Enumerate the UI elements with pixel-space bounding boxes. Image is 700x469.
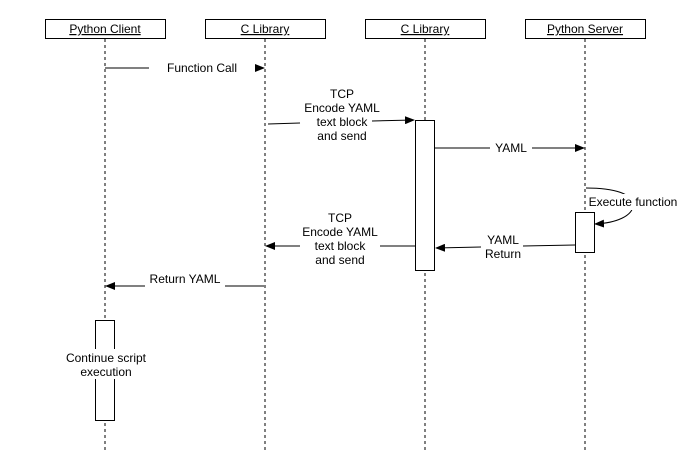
message-label: Return YAML: [150, 272, 221, 286]
message-label: text block: [315, 239, 367, 253]
activation-python-server: [575, 212, 595, 253]
note-label: Continue script: [66, 351, 147, 365]
message-yaml: YAML: [435, 140, 585, 156]
note-label: execution: [80, 365, 131, 379]
message-label: Return: [485, 247, 521, 261]
message-return-yaml: Return YAML: [105, 271, 264, 290]
message-label: Function Call: [167, 61, 237, 75]
participant-python-client: Python Client: [45, 19, 166, 39]
note-continue-script: Continue script execution: [60, 349, 152, 379]
activations: [95, 120, 595, 421]
participant-label: C Library: [241, 22, 290, 36]
message-label: YAML: [495, 141, 527, 155]
messages: Function Call TCP Encode YAML text block…: [105, 60, 682, 290]
participant-label: C Library: [401, 22, 450, 36]
activation-c-library-2: [415, 120, 435, 271]
participant-python-server: Python Server: [525, 19, 646, 39]
message-label: Encode YAML: [304, 101, 380, 115]
participant-label: Python Client: [69, 22, 141, 36]
message-label: and send: [317, 129, 366, 143]
message-label: and send: [315, 253, 364, 267]
participant-c-library-2: C Library: [365, 19, 486, 39]
message-label: text block: [317, 115, 369, 129]
participant-c-library-1: C Library: [205, 19, 326, 39]
participant-label: Python Server: [547, 22, 623, 36]
message-tcp-return: TCP Encode YAML text block and send: [265, 211, 415, 267]
message-label: Encode YAML: [302, 225, 378, 239]
message-label: YAML: [487, 233, 519, 247]
message-yaml-return: YAML Return: [435, 233, 576, 261]
message-tcp-send: TCP Encode YAML text block and send: [267, 87, 415, 143]
message-label: Execute function: [589, 195, 678, 209]
participants: Python Client C Library C Library Python…: [45, 19, 646, 39]
message-label: TCP: [330, 87, 354, 101]
message-label: TCP: [328, 211, 352, 225]
message-function-call: Function Call: [105, 60, 265, 76]
message-execute-function: Execute function: [585, 187, 682, 228]
